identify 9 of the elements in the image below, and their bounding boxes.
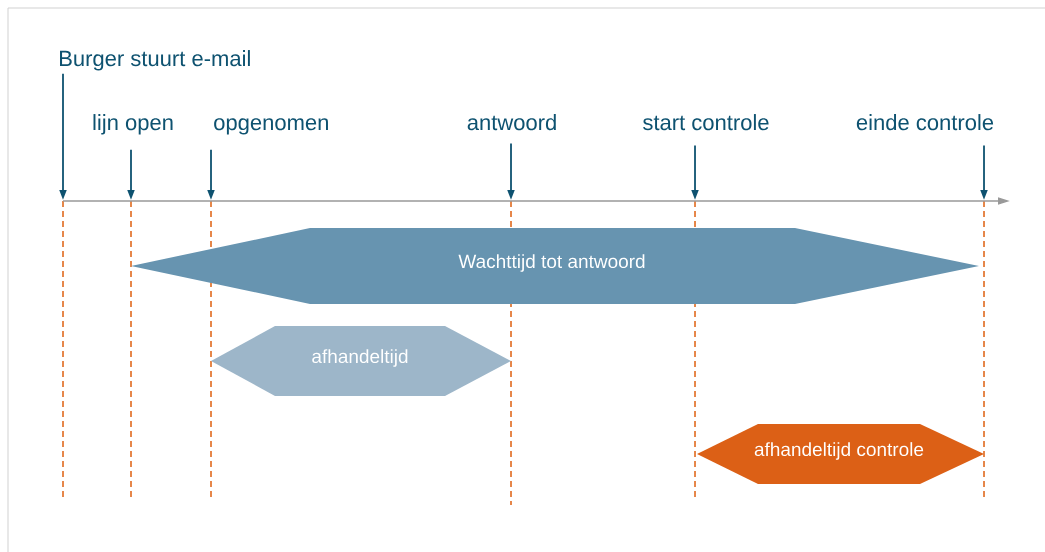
duration-band: afhandeltijd <box>211 326 511 396</box>
event-label: einde controle <box>856 114 994 131</box>
event-label: lijn open <box>93 114 173 135</box>
event-label: opgenomen <box>214 118 328 135</box>
event-label: start controle <box>643 114 769 131</box>
event-label: Burger stuurt e-mail <box>60 50 250 71</box>
duration-band: Wachttijd tot antwoord <box>131 228 979 304</box>
duration-band: afhandeltijd controle <box>697 424 984 484</box>
event-label: antwoord <box>467 114 556 131</box>
